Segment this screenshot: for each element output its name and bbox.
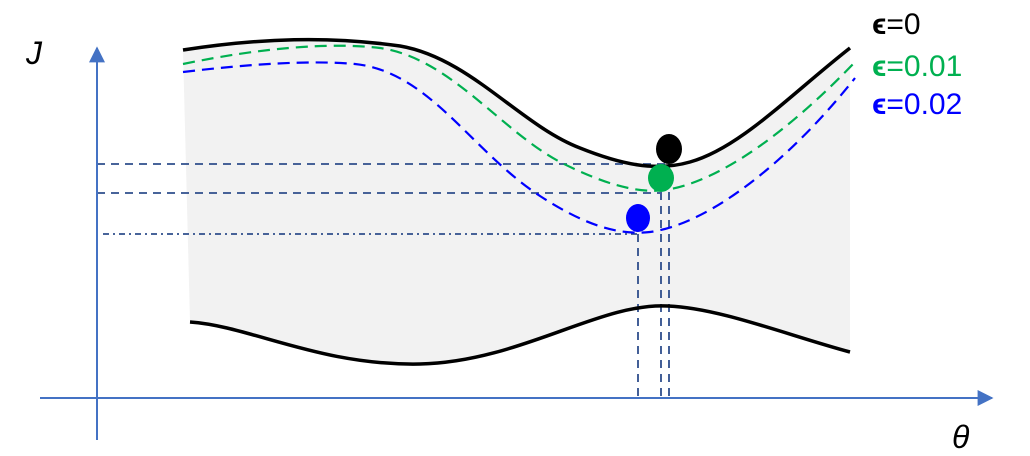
- point-eps001: [648, 164, 674, 192]
- curve-upper-eps0: [182, 37, 852, 169]
- legend-eps001: ϵ=0.01: [872, 50, 962, 83]
- legend-eps0: ϵ=0: [872, 8, 921, 41]
- legend-eps001-symbol: ϵ: [872, 50, 886, 83]
- curve-lower: [189, 304, 851, 366]
- y-axis-label: J: [25, 35, 43, 71]
- point-eps002: [626, 204, 650, 232]
- shaded-region: [183, 39, 850, 365]
- legend-eps002-text: =0.02: [886, 88, 962, 121]
- x-axis-label: θ: [952, 419, 970, 455]
- legend-eps0-text: =0: [886, 8, 920, 41]
- legend-eps002-symbol: ϵ: [872, 88, 886, 121]
- curve-eps002: [182, 61, 856, 234]
- legend-eps002: ϵ=0.02: [872, 88, 962, 121]
- legend-eps001-text: =0.01: [886, 50, 962, 83]
- legend-eps0-symbol: ϵ: [872, 8, 886, 41]
- point-eps0: [656, 134, 682, 164]
- curve-eps001: [182, 44, 856, 192]
